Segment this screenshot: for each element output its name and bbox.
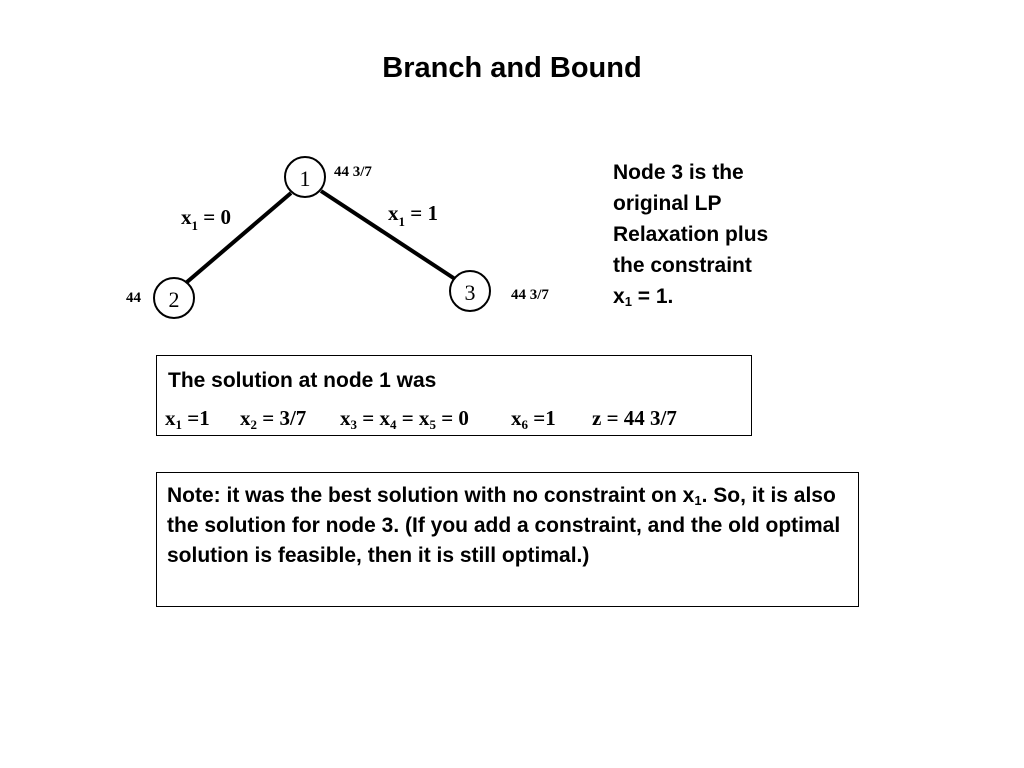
- solution-box: The solution at node 1 was x1 =1 x2 = 3/…: [156, 355, 752, 436]
- node-3-label: 3: [465, 280, 476, 305]
- node-2-bound: 44: [126, 290, 142, 306]
- solution-term-x2: x2 = 3/7: [240, 406, 307, 432]
- solution-term-x6: x6 =1: [511, 406, 556, 432]
- edge-1-2-label: x1 = 0: [181, 205, 231, 233]
- node-3-description: Node 3 is the original LP Relaxation plu…: [613, 157, 843, 312]
- edge-1-3: [319, 189, 457, 281]
- node-2-label: 2: [169, 287, 180, 312]
- solution-term-x3-x4-x5: x3 = x4 = x5 = 0: [340, 406, 469, 432]
- node-3: 3: [449, 270, 491, 312]
- node-3-bound: 44 3/7: [511, 287, 549, 303]
- edge-1-3-label: x1 = 1: [388, 201, 438, 229]
- solution-term-x1: x1 =1: [165, 406, 210, 432]
- branch-and-bound-tree: 1 44 3/7 2 44 3 44 3/7 x1 = 0 x1 = 1: [126, 156, 549, 319]
- note-box: Note: it was the best solution with no c…: [156, 472, 859, 607]
- note-text-1-sub: 1: [694, 493, 702, 508]
- edge-1-2: [185, 191, 293, 284]
- node-1-label: 1: [300, 166, 311, 191]
- note-text-1: Note: it was the best solution with no c…: [167, 484, 695, 507]
- node-3-description-line: Node 3 is the: [613, 161, 744, 184]
- node-1: 1: [284, 156, 326, 198]
- solution-intro: The solution at node 1 was: [168, 369, 437, 392]
- note-text-2: So, it is also the solution for node 3. …: [167, 484, 841, 567]
- node-3-description-line: x1 = 1.: [613, 285, 674, 309]
- page-title: Branch and Bound: [382, 52, 642, 84]
- node-3-description-line: the constraint: [613, 254, 752, 277]
- node-1-bound: 44 3/7: [334, 164, 372, 180]
- note-text-1-end: .: [701, 484, 708, 507]
- node-3-description-line: Relaxation plus: [613, 223, 769, 246]
- solution-term-z: z = 44 3/7: [592, 406, 677, 430]
- node-2: 2: [153, 277, 195, 319]
- node-3-description-line: original LP: [613, 192, 722, 215]
